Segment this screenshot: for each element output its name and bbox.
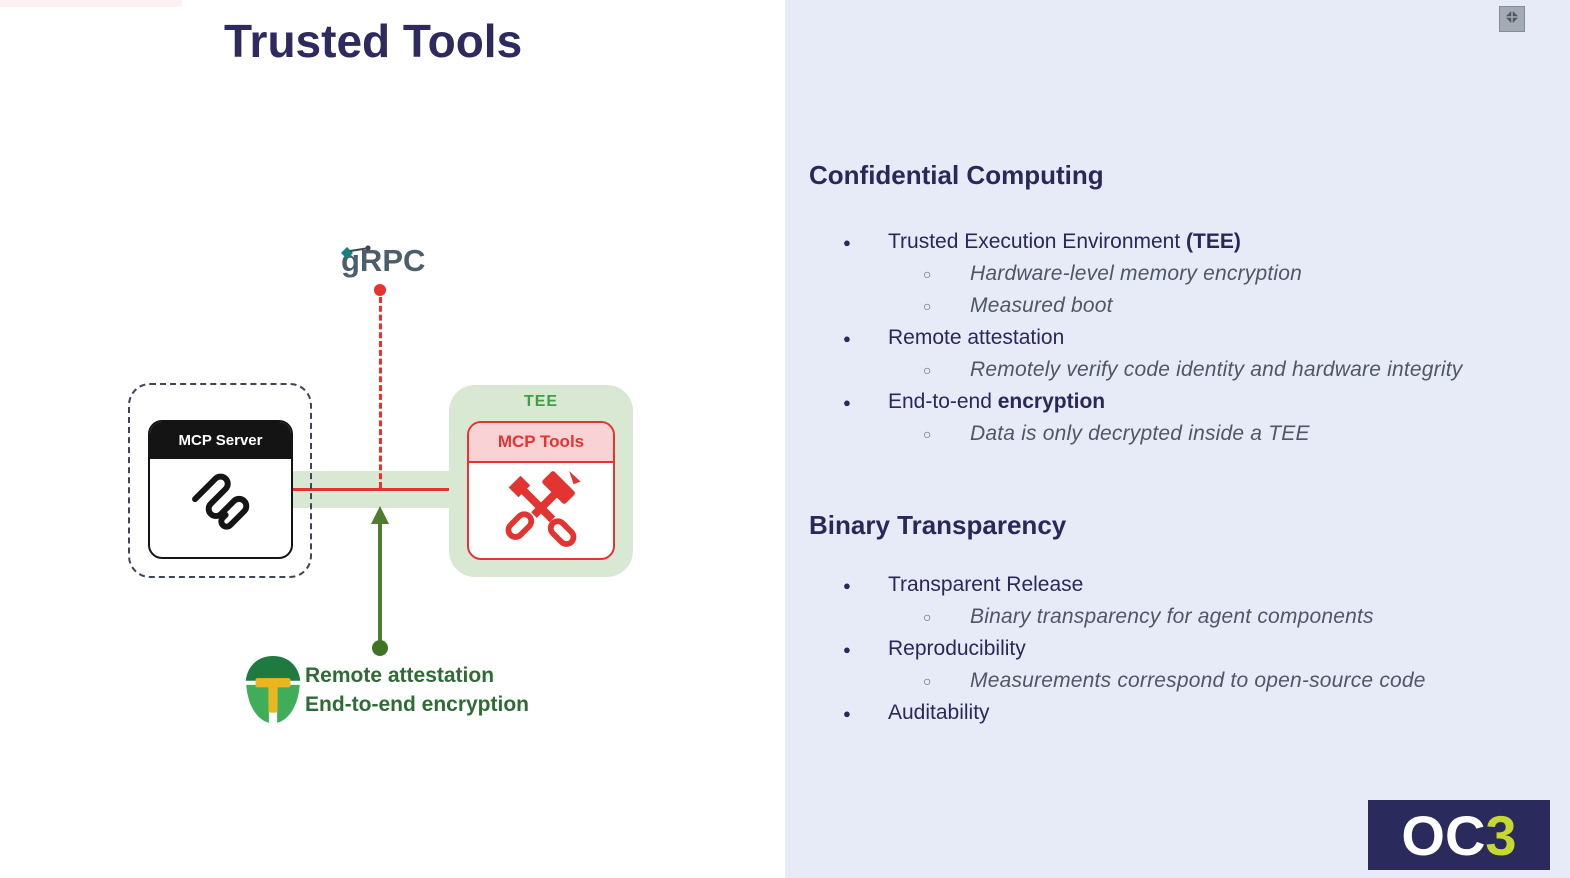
list-item: ● Remote attestation <box>809 322 1551 354</box>
tee-label: TEE <box>523 393 559 410</box>
circle-bullet-icon: ○ <box>923 298 932 314</box>
list-item-label: Remote attestation <box>888 326 1064 350</box>
mcp-tools-card: MCP Tools <box>467 421 615 560</box>
binary-transparency-list: ● Transparent Release ○ Binary transpare… <box>809 569 1551 729</box>
list-subitem-text: Binary transparency for agent components <box>970 605 1374 628</box>
list-subitem-text: Measured boot <box>970 294 1113 317</box>
list-item-text: Remote attestation <box>888 326 1065 349</box>
list-item-text: Trusted Execution Environment <box>888 230 1187 253</box>
list-item-text: Reproducibility <box>888 637 1026 660</box>
list-subitem-text: Data is only decrypted inside a TEE <box>970 422 1310 445</box>
circle-bullet-icon: ○ <box>923 266 932 282</box>
grpc-dashed-line <box>379 297 382 488</box>
exit-fullscreen-button[interactable] <box>1499 6 1525 32</box>
circle-bullet-icon: ○ <box>923 362 932 378</box>
list-subitem: ○ Measurements correspond to open-source… <box>809 665 1551 697</box>
list-subitem: ○ Binary transparency for agent componen… <box>809 601 1551 633</box>
list-subitem: ○ Measured boot <box>809 290 1551 322</box>
list-item-label: Reproducibility <box>888 637 1026 661</box>
list-subitem-text: Hardware-level memory encryption <box>970 262 1303 285</box>
list-item-label: End-to-end encryption <box>888 390 1105 414</box>
content-panel <box>785 0 1570 878</box>
list-subitem-text: Remotely verify code identity and hardwa… <box>970 358 1463 381</box>
attestation-arrow-origin-dot <box>372 640 388 656</box>
list-item: ● Transparent Release <box>809 569 1551 601</box>
attestation-caption-line1: Remote attestation <box>305 664 495 687</box>
mcp-server-boundary <box>128 383 312 578</box>
grpc-endpoint-dot <box>374 284 386 296</box>
grpc-node-icon <box>335 233 375 269</box>
list-item: ● Trusted Execution Environment (TEE) <box>809 226 1551 258</box>
mcp-server-body <box>150 459 291 557</box>
list-item: ● Auditability <box>809 697 1551 729</box>
connection-line <box>292 488 469 491</box>
video-artifact-strip <box>0 0 182 7</box>
list-item-label: Transparent Release <box>888 573 1083 597</box>
mcp-tools-title: MCP Tools <box>469 423 613 463</box>
list-item-bold-text: encryption <box>997 390 1106 413</box>
panel-content: Confidential Computing ● Trusted Executi… <box>809 160 1551 729</box>
list-subitem-text: Measurements correspond to open-source c… <box>970 669 1426 692</box>
list-item-label: Auditability <box>888 701 990 725</box>
oc3-logo-three: 3 <box>1485 803 1517 867</box>
section-heading-confidential-computing: Confidential Computing <box>809 160 1104 190</box>
list-subitem: ○ Remotely verify code identity and hard… <box>809 354 1551 386</box>
grpc-label: gRPC <box>341 243 426 278</box>
mcp-server-card: MCP Server <box>148 420 293 559</box>
mcp-tools-body <box>469 463 613 558</box>
mcp-logo-icon <box>179 464 263 553</box>
collapse-arrows-icon <box>1503 8 1521 31</box>
attestation-caption: Remote attestation End-to-end encryption <box>305 661 529 719</box>
attestation-shield-icon <box>242 654 304 731</box>
page-title: Trusted Tools <box>224 15 523 67</box>
mcp-server-title: MCP Server <box>150 422 291 459</box>
bullet-icon: ● <box>843 234 851 250</box>
bullet-icon: ● <box>843 641 851 657</box>
confidential-computing-list: ● Trusted Execution Environment (TEE) ○ … <box>809 226 1551 450</box>
list-item-text: Auditability <box>888 701 990 724</box>
circle-bullet-icon: ○ <box>923 673 932 689</box>
crossed-tools-icon <box>497 464 585 557</box>
list-subitem: ○ Data is only decrypted inside a TEE <box>809 418 1551 450</box>
attestation-caption-line2: End-to-end encryption <box>305 693 529 716</box>
bullet-icon: ● <box>843 705 851 721</box>
bullet-icon: ● <box>843 330 851 346</box>
list-item-text: End-to-end <box>888 390 998 413</box>
circle-bullet-icon: ○ <box>923 609 932 625</box>
section-heading-binary-transparency: Binary Transparency <box>809 510 1067 540</box>
oc3-logo-oc: OC <box>1401 803 1486 867</box>
attestation-arrow-shaft <box>378 522 382 644</box>
bullet-icon: ● <box>843 394 851 410</box>
list-item: ● End-to-end encryption <box>809 386 1551 418</box>
grpc-logo: gRPC <box>341 243 425 279</box>
bullet-icon: ● <box>843 577 851 593</box>
list-item: ● Reproducibility <box>809 633 1551 665</box>
list-item-text: Transparent Release <box>888 573 1084 596</box>
list-subitem: ○ Hardware-level memory encryption <box>809 258 1551 290</box>
circle-bullet-icon: ○ <box>923 426 932 442</box>
list-item-label: Trusted Execution Environment (TEE) <box>888 230 1241 254</box>
attestation-arrow-head <box>371 506 389 524</box>
list-item-bold-text: (TEE) <box>1186 230 1241 253</box>
